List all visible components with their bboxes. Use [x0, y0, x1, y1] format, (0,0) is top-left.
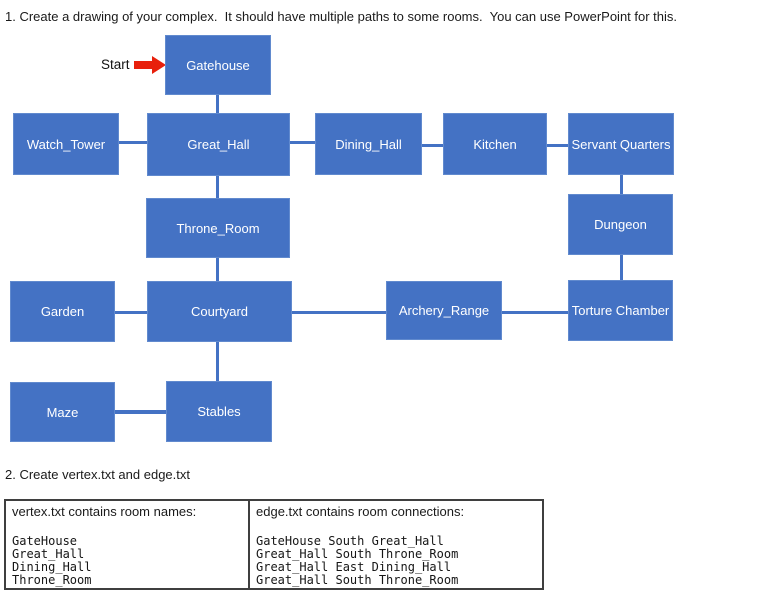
room-box-stables: Stables [166, 381, 272, 442]
room-box-kitchen: Kitchen [443, 113, 547, 175]
connector-line [422, 144, 443, 147]
room-box-maze: Maze [10, 382, 115, 442]
connector-line [620, 255, 623, 280]
room-box-courtyard: Courtyard [147, 281, 292, 342]
room-box-servant-quarters: Servant Quarters [568, 113, 674, 175]
room-box-dungeon: Dungeon [568, 194, 673, 255]
room-box-garden: Garden [10, 281, 115, 342]
connector-line [547, 144, 568, 147]
edge-txt-contents: GateHouse South Great_Hall Great_Hall So… [256, 534, 459, 587]
connector-line [292, 311, 386, 314]
edge-txt-header: edge.txt contains room connections: [256, 504, 465, 519]
room-box-archery-range: Archery_Range [386, 281, 502, 340]
start-arrow-icon [134, 56, 166, 74]
instruction-step-2: 2. Create vertex.txt and edge.txt [5, 467, 190, 482]
connector-line [216, 95, 219, 113]
edge-txt-cell: edge.txt contains room connections: Gate… [250, 501, 542, 588]
room-box-dining-hall: Dining_Hall [315, 113, 422, 175]
vertex-txt-cell: vertex.txt contains room names: GateHous… [6, 501, 250, 588]
connector-line [216, 342, 219, 381]
connector-line [290, 141, 315, 144]
room-box-gatehouse: Gatehouse [165, 35, 271, 95]
connector-line [115, 311, 147, 314]
connector-line [115, 410, 166, 414]
start-label: Start [101, 57, 130, 72]
room-box-throne-room: Throne_Room [146, 198, 290, 258]
vertex-edge-table: vertex.txt contains room names: GateHous… [4, 499, 544, 590]
connector-line [620, 175, 623, 194]
connector-line [216, 258, 219, 281]
connector-line [216, 176, 219, 198]
instruction-step-1: 1. Create a drawing of your complex. It … [5, 9, 678, 24]
room-box-torture-chamber: Torture Chamber [568, 280, 673, 341]
room-box-great-hall: Great_Hall [147, 113, 290, 176]
vertex-txt-header: vertex.txt contains room names: [12, 504, 197, 519]
vertex-txt-contents: GateHouse Great_Hall Dining_Hall Throne_… [12, 534, 92, 587]
connector-line [502, 311, 568, 314]
connector-line [119, 141, 147, 144]
room-box-watch-tower: Watch_Tower [13, 113, 119, 175]
